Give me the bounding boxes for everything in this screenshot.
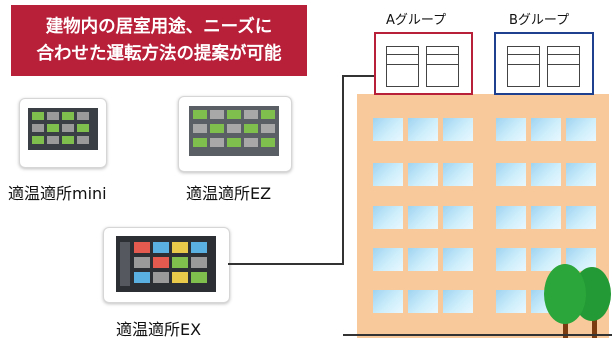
controller-ex-screen: [116, 236, 216, 292]
controller-mini-caption: 適温適所mini: [8, 184, 107, 203]
headline-banner: 建物内の居室用途、ニーズに 合わせた運転方法の提案が可能: [11, 5, 307, 76]
group-b-box: [494, 32, 594, 95]
connection-line-top: [342, 75, 375, 77]
group-b-label: Bグループ: [509, 13, 570, 28]
ac-unit-icon: [426, 46, 459, 87]
building: [357, 94, 609, 338]
tree-icon: [544, 264, 611, 338]
connection-line-vertical: [342, 75, 344, 265]
connection-line-horizontal: [228, 263, 344, 265]
controller-ex-image: [103, 227, 230, 303]
controller-ez-caption: 適温適所EZ: [186, 184, 272, 203]
ground-line: [343, 334, 612, 336]
group-a-label: Aグループ: [386, 13, 447, 28]
headline-line-2: 合わせた運転方法の提案が可能: [36, 43, 282, 64]
controller-ez-image: [178, 96, 292, 172]
headline-line-1: 建物内の居室用途、ニーズに: [45, 16, 273, 37]
ac-unit-icon: [547, 46, 580, 87]
controller-mini-image: [19, 98, 107, 168]
group-a-box: [374, 32, 473, 95]
controller-ez-screen: [189, 106, 279, 156]
controller-ex-caption: 適温適所EX: [116, 320, 202, 339]
ac-unit-icon: [386, 46, 419, 87]
ac-unit-icon: [507, 46, 540, 87]
controller-mini-screen: [28, 108, 98, 150]
